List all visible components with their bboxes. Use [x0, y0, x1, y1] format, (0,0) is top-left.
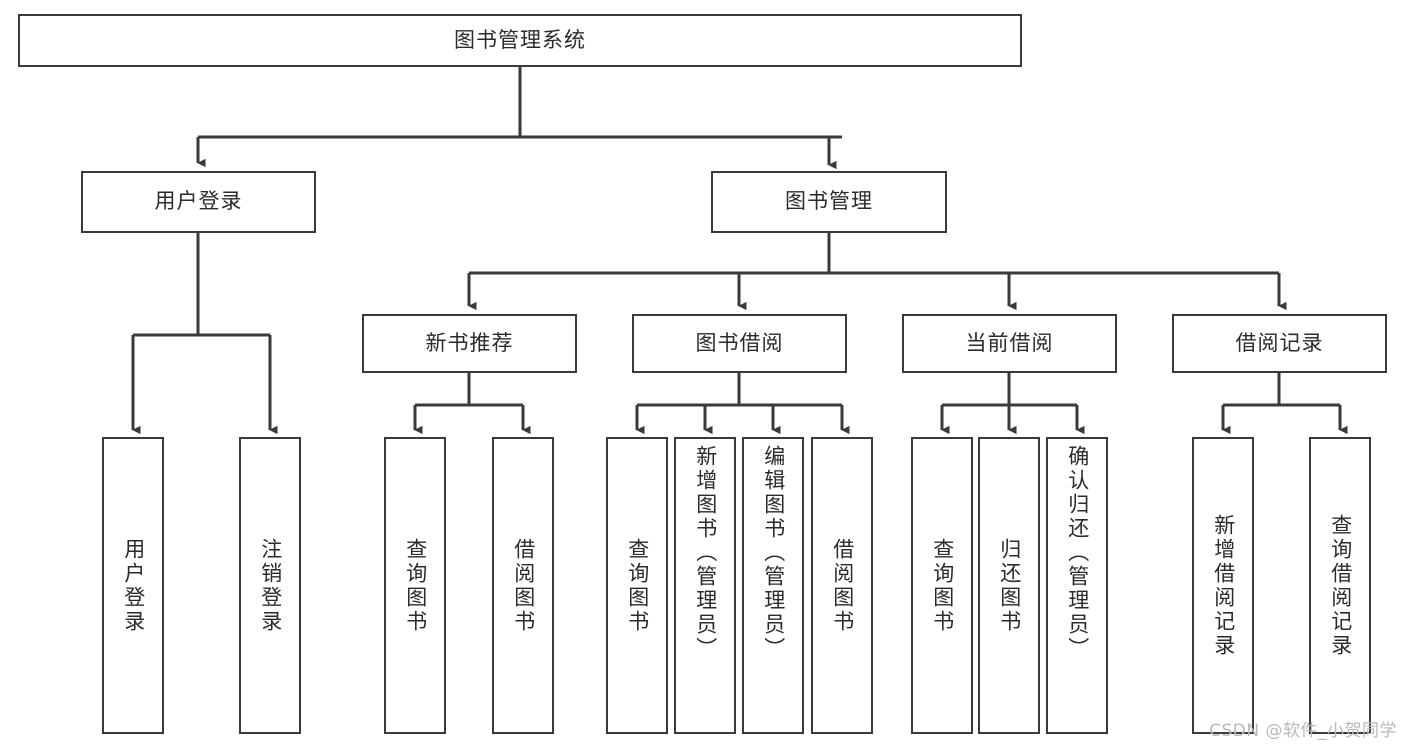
leaf-borrow-borrow-book[interactable]: 借阅图书: [811, 437, 873, 734]
leaf-recommend-borrow-book[interactable]: 借阅图书: [492, 437, 554, 734]
leaf-recommend-query-book[interactable]: 查询图书: [384, 437, 446, 734]
leaf-current-query-book[interactable]: 查询图书: [911, 437, 973, 734]
csdn-watermark: CSDN @软件_小贺同学: [1209, 721, 1397, 741]
leaf-user-login-signout[interactable]: 注销登录: [239, 437, 301, 734]
node-book-management[interactable]: 图书管理: [711, 171, 947, 233]
node-root-system[interactable]: 图书管理系统: [18, 14, 1022, 67]
leaf-borrow-query-book[interactable]: 查询图书: [606, 437, 668, 734]
leaf-record-query-record[interactable]: 查询借阅记录: [1309, 437, 1371, 734]
node-user-login[interactable]: 用户登录: [81, 171, 316, 233]
leaf-borrow-edit-book-admin[interactable]: 编辑图书（管理员）: [742, 437, 804, 734]
node-current-borrow[interactable]: 当前借阅: [902, 314, 1117, 373]
leaf-current-confirm-return-admin[interactable]: 确认归还（管理员）: [1046, 437, 1108, 734]
leaf-current-return-book[interactable]: 归还图书: [978, 437, 1040, 734]
node-new-book-recommend[interactable]: 新书推荐: [362, 314, 577, 373]
leaf-user-login-signin[interactable]: 用户登录: [102, 437, 164, 734]
leaf-borrow-add-book-admin[interactable]: 新增图书（管理员）: [674, 437, 736, 734]
node-book-borrow[interactable]: 图书借阅: [632, 314, 847, 373]
leaf-record-add-record[interactable]: 新增借阅记录: [1192, 437, 1254, 734]
node-borrow-record[interactable]: 借阅记录: [1172, 314, 1387, 373]
